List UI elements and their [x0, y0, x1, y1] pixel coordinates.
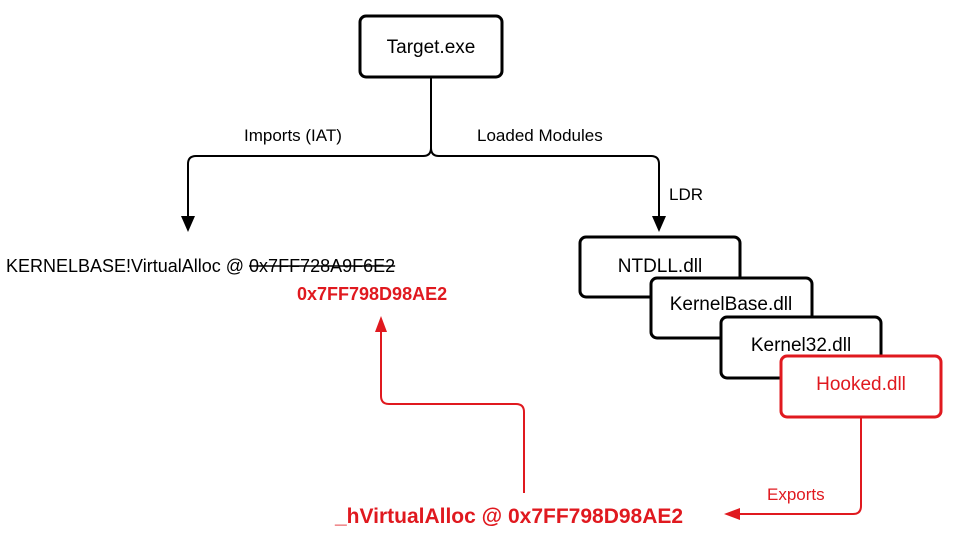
imports-label: Imports (IAT)	[244, 126, 342, 145]
hook-connectors	[375, 316, 862, 520]
hook-redirect-connector	[380, 330, 525, 493]
hooked-label: Hooked.dll	[816, 374, 906, 395]
module-stack: NTDLL.dll KernelBase.dll Kernel32.dll Ho…	[578, 235, 943, 419]
imports-arrowhead	[181, 216, 195, 232]
loaded-modules-label: Loaded Modules	[477, 126, 603, 145]
branch-connector-right	[430, 147, 660, 218]
iat-hooked-address: 0x7FF798D98AE2	[297, 284, 447, 304]
exports-connector	[738, 418, 862, 515]
iat-entry: KERNELBASE!VirtualAlloc @ 0x7FF728A9F6E2…	[6, 256, 447, 304]
exports-arrowhead	[724, 508, 740, 520]
iat-entry-prefix: KERNELBASE!VirtualAlloc @	[6, 256, 249, 276]
trunk-connector	[187, 77, 432, 218]
hooked-box	[779, 354, 943, 419]
tree-connectors	[181, 77, 666, 232]
iat-entry-text: KERNELBASE!VirtualAlloc @ 0x7FF728A9F6E2	[6, 256, 395, 276]
hook-redirect-arrowhead	[375, 316, 387, 332]
target-label: Target.exe	[387, 37, 476, 58]
target-box	[358, 14, 504, 79]
hook-function-label: _hVirtualAlloc @ 0x7FF798D98AE2	[334, 505, 683, 528]
kernelbase-label: KernelBase.dll	[670, 294, 793, 315]
ldr-label: LDR	[669, 185, 703, 204]
hooked-node: Hooked.dll	[779, 354, 943, 419]
exports-label: Exports	[767, 485, 825, 504]
ntdll-label: NTDLL.dll	[618, 256, 702, 277]
kernel32-label: Kernel32.dll	[751, 335, 851, 356]
target-node: Target.exe	[358, 14, 504, 79]
ldr-arrowhead	[652, 216, 666, 232]
